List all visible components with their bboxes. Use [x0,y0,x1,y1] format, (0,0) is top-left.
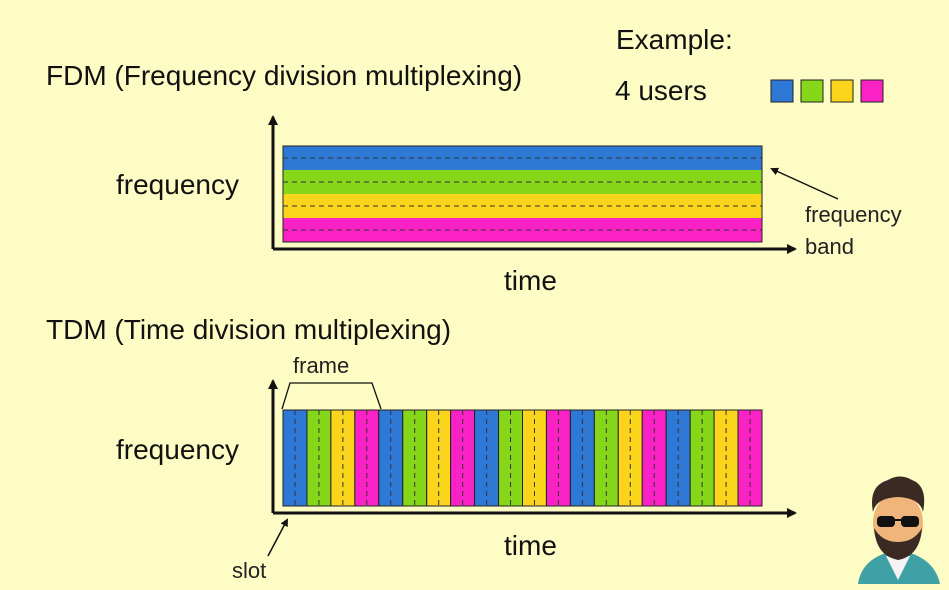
avatar-shirt [886,556,910,580]
avatar-beard [874,528,922,560]
frequency-band-label: frequency band [805,199,902,263]
avatar-face [873,493,923,553]
avatar-hair [872,476,925,512]
frequency-band-pointer [770,167,839,200]
frequency-band-label-line2: band [805,234,854,259]
frame-bracket [281,382,382,410]
fdm-heading: FDM (Frequency division multiplexing) [46,60,523,91]
user-swatch-3 [830,79,854,103]
user-color-swatches [770,79,884,103]
slot-pointer [267,518,288,557]
tdm-x-label: time [504,530,557,561]
fdm-x-label: time [504,265,557,296]
tdm-heading: TDM (Time division multiplexing) [46,314,452,345]
frame-label: frame [293,353,350,378]
tdm-slots [282,409,763,507]
avatar [858,476,940,584]
avatar-sunglasses-left [877,516,895,527]
avatar-sunglasses-right [901,516,919,527]
user-swatch-1 [770,79,794,103]
tdm-y-label: frequency [116,434,239,465]
users-label: 4 users [615,75,707,106]
fdm-bands [282,145,763,243]
frequency-band-label-line1: frequency [805,202,902,227]
user-swatch-4 [860,79,884,103]
user-swatch-2 [800,79,824,103]
example-title: Example: [616,24,733,55]
fdm-y-label: frequency [116,169,239,200]
fdm-band-outline [282,145,763,243]
slot-label: slot [232,558,267,583]
